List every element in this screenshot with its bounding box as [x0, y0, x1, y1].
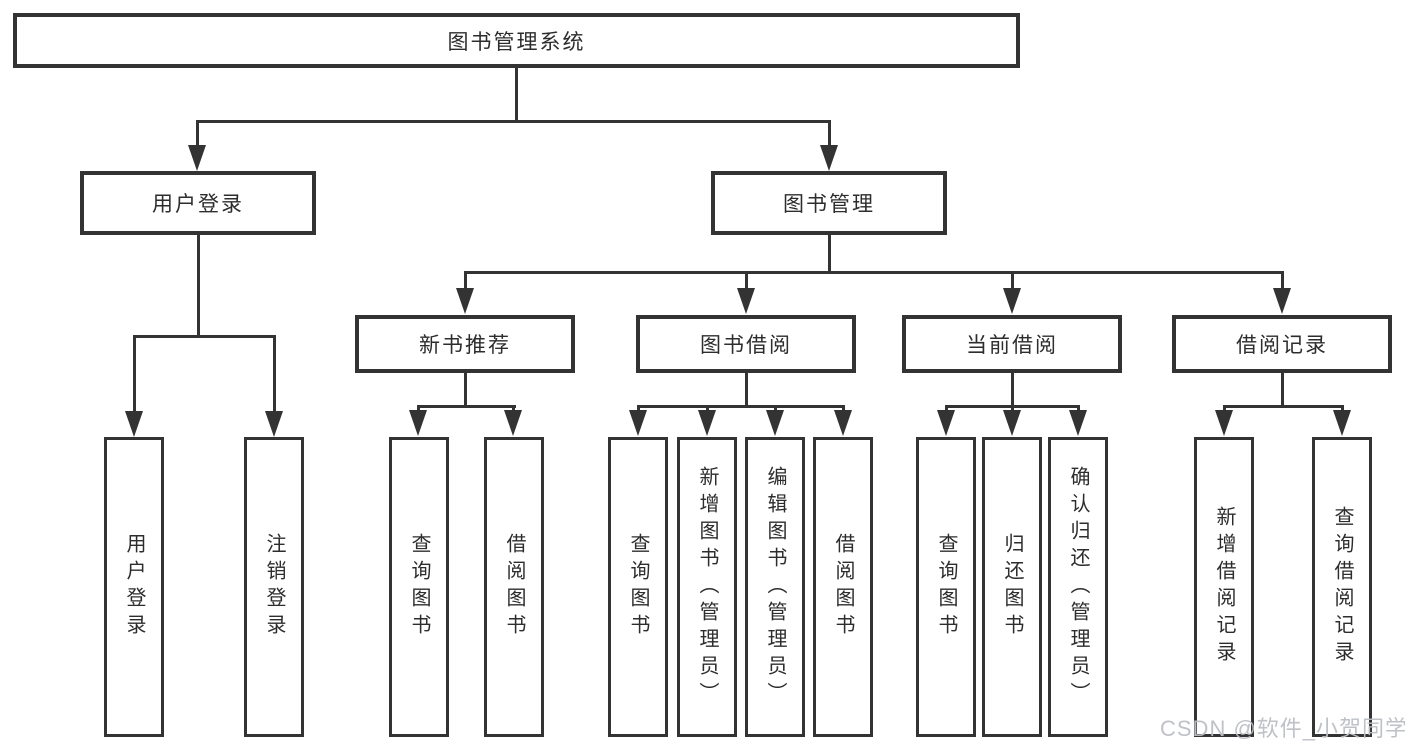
arrowhead-icon: [188, 145, 206, 171]
leaf-user-login: 用户登录: [104, 437, 164, 737]
arrowhead-icon: [1273, 288, 1291, 314]
arrowhead-icon: [834, 410, 852, 436]
connector-line: [1011, 271, 1014, 291]
connector-line: [464, 271, 467, 291]
arrowhead-icon: [629, 410, 647, 436]
connector-line: [515, 68, 518, 123]
arrowhead-icon: [1003, 410, 1021, 436]
leaf-borrow-books-recommend: 借阅图书: [484, 437, 544, 737]
arrowhead-icon: [1069, 410, 1087, 436]
arrowhead-icon: [456, 288, 474, 314]
node-current-borrow: 当前借阅: [902, 315, 1122, 373]
connector-line: [828, 235, 831, 274]
arrowhead-icon: [937, 410, 955, 436]
connector-line: [464, 271, 1284, 274]
connector-line: [196, 120, 831, 123]
connector-line: [1281, 373, 1284, 408]
leaf-logout: 注销登录: [244, 437, 304, 737]
leaf-edit-book-admin: 编辑图书（管理员）: [745, 437, 805, 737]
arrowhead-icon: [265, 411, 283, 437]
leaf-return-book: 归还图书: [982, 437, 1042, 737]
leaf-borrow-books: 借阅图书: [813, 437, 873, 737]
node-book-management: 图书管理: [711, 171, 947, 235]
connector-line: [464, 373, 467, 408]
node-root-library-system: 图书管理系统: [13, 13, 1020, 68]
connector-line: [1223, 405, 1344, 408]
connector-line: [828, 120, 831, 148]
arrowhead-icon: [820, 145, 838, 171]
connector-line: [1011, 373, 1014, 408]
arrowhead-icon: [737, 288, 755, 314]
connector-line: [745, 373, 748, 408]
connector-line: [197, 235, 200, 338]
node-new-book-recommend: 新书推荐: [355, 315, 575, 373]
leaf-add-borrow-record: 新增借阅记录: [1194, 437, 1254, 737]
csdn-watermark: CSDN @软件_小贺同学: [1160, 716, 1405, 741]
arrowhead-icon: [125, 411, 143, 437]
connector-line: [745, 271, 748, 291]
node-book-borrow: 图书借阅: [636, 315, 856, 373]
connector-line: [273, 335, 276, 413]
connector-line: [133, 335, 276, 338]
leaf-query-books-borrow: 查询图书: [608, 437, 668, 737]
leaf-confirm-return-admin: 确认归还（管理员）: [1048, 437, 1108, 737]
leaf-query-books-recommend: 查询图书: [389, 437, 449, 737]
leaf-query-borrow-record: 查询借阅记录: [1312, 437, 1372, 737]
arrowhead-icon: [1003, 288, 1021, 314]
arrowhead-icon: [766, 410, 784, 436]
arrowhead-icon: [504, 410, 522, 436]
arrowhead-icon: [1215, 410, 1233, 436]
connector-line: [637, 405, 845, 408]
arrowhead-icon: [1333, 410, 1351, 436]
arrowhead-icon: [698, 410, 716, 436]
connector-line: [417, 405, 516, 408]
arrowhead-icon: [409, 410, 427, 436]
connector-line: [133, 335, 136, 413]
connector-line: [196, 120, 199, 148]
node-borrow-records: 借阅记录: [1172, 315, 1392, 373]
leaf-add-book-admin: 新增图书（管理员）: [677, 437, 737, 737]
connector-line: [1281, 271, 1284, 291]
leaf-query-books-current: 查询图书: [916, 437, 976, 737]
node-user-login: 用户登录: [80, 171, 316, 235]
